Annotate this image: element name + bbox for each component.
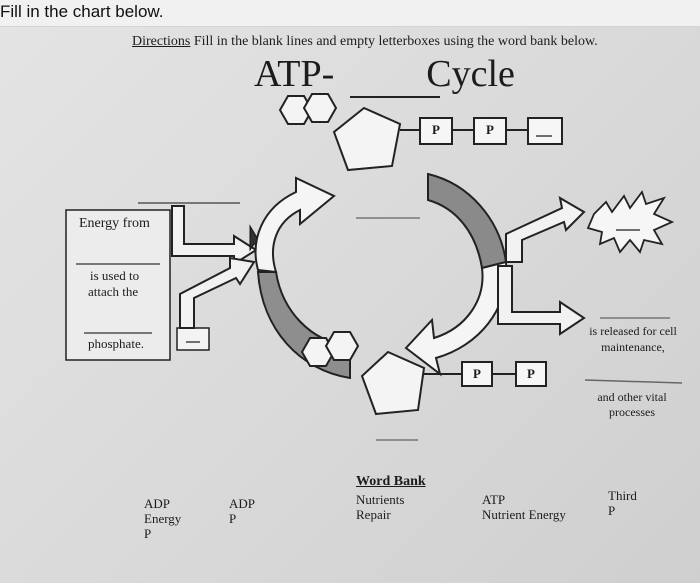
word-bank-item: ATP	[482, 492, 506, 507]
word-bank-item: P	[229, 511, 237, 526]
bottom-phosphate-box-2	[515, 361, 547, 387]
title-suffix: Cycle	[426, 53, 515, 95]
right-released-line1: is released for cell	[589, 324, 677, 338]
word-bank-item: P	[608, 503, 616, 518]
cycle-left-gray-arrow	[256, 271, 351, 380]
directions-label: Directions	[132, 34, 191, 49]
word-bank-item: Nutrient Energy	[482, 507, 566, 522]
word-bank-item: ADP	[144, 496, 171, 511]
word-bank-title: Word Bank	[356, 474, 426, 489]
top-phosphate-box-1	[419, 117, 453, 145]
left-box-attach-the: attach the	[88, 284, 139, 299]
right-other-line1: and other vital	[597, 390, 667, 404]
right-upper-output-arrow	[505, 196, 586, 263]
left-upper-input-arrow	[171, 205, 258, 266]
title-prefix: ATP-	[254, 53, 335, 95]
left-box-phosphate: phosphate.	[88, 336, 144, 351]
directions-line: Directions Fill in the blank lines and e…	[132, 34, 598, 50]
title-blank-line[interactable]	[350, 96, 440, 98]
word-bank-col4: ATP Nutrient Energy	[482, 492, 566, 522]
top-ribose-hexagon-2	[302, 93, 338, 123]
left-box-used-to: is used to	[90, 268, 140, 283]
top-pentagon	[332, 106, 402, 172]
word-bank-col3: Nutrients Repair	[356, 492, 404, 522]
word-bank-item: P	[144, 526, 152, 541]
bottom-phosphate-label-2: P	[527, 366, 535, 381]
left-box-energy-from: Energy from	[79, 216, 150, 231]
blank-line-right-lower	[584, 379, 683, 384]
top-ribose-hexagon	[278, 95, 314, 125]
left-info-box	[65, 209, 171, 361]
cycle-right-white-arrow	[404, 260, 508, 377]
cycle-title: ATP- Cycle	[254, 52, 515, 96]
top-phosphate-box-empty	[527, 117, 563, 145]
left-empty-letterbox	[176, 327, 210, 351]
cycle-right-gray-arrow	[427, 172, 508, 270]
top-phosphate-label-2: P	[486, 122, 494, 137]
word-bank-item: Repair	[356, 507, 391, 522]
word-bank-col5: Third P	[608, 488, 637, 518]
word-bank-col1: ADP Energy P	[144, 496, 181, 541]
bottom-pentagon	[360, 350, 426, 416]
word-bank-item: ADP	[229, 496, 256, 511]
right-lower-output-arrow	[497, 265, 586, 336]
right-released-line2: maintenance,	[601, 340, 665, 354]
word-bank-item: Nutrients	[356, 492, 405, 507]
word-bank-item: Energy	[144, 511, 182, 526]
instruction-title: Fill in the chart below.	[0, 2, 164, 21]
right-other-line2: processes	[609, 405, 655, 419]
bottom-phosphate-label-1: P	[473, 366, 481, 381]
bottom-ribose-hexagon-2	[324, 331, 360, 361]
word-bank-col2: ADP P	[229, 496, 255, 526]
word-bank-item: Third	[608, 488, 637, 503]
page-header: Fill in the chart below.	[0, 0, 700, 27]
directions-text: Fill in the blank lines and empty letter…	[190, 34, 598, 49]
left-lower-input-arrow	[179, 256, 256, 329]
top-phosphate-label-1: P	[432, 122, 440, 137]
cycle-left-white-arrow	[254, 176, 336, 274]
energy-burst-icon	[586, 190, 675, 254]
